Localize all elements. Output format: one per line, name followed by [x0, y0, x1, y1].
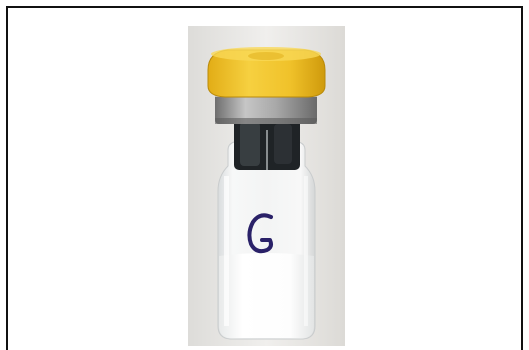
stopper: [234, 118, 300, 170]
handwritten-mark: [247, 213, 273, 254]
yellow-cap: [207, 47, 326, 98]
vial-photo: [188, 26, 345, 346]
powder: [219, 253, 314, 338]
vial-illustration: [188, 26, 345, 346]
image-frame: [6, 6, 523, 350]
